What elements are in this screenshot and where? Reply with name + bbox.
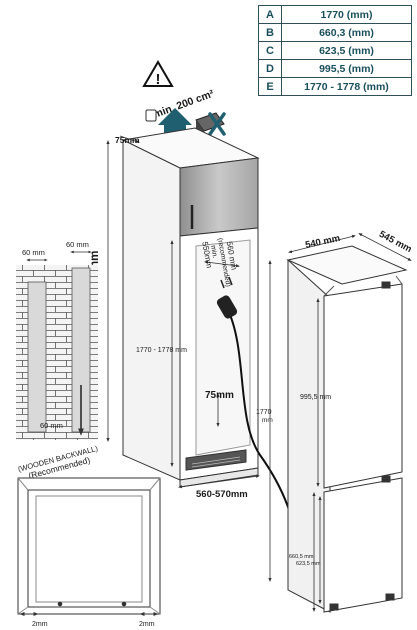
appliance-height-unit: mm bbox=[262, 417, 273, 424]
bottom-clearance-label: 75mm bbox=[205, 390, 234, 401]
cross-icon bbox=[208, 112, 226, 136]
strip-bottom-label: 60 mm bbox=[40, 421, 63, 430]
warning-triangle-icon bbox=[142, 60, 174, 87]
appliance-depth-label: 545 mm bbox=[377, 229, 413, 255]
warning-exclamation: ! bbox=[156, 71, 161, 88]
appliance-width-label: 540 mm bbox=[304, 233, 341, 251]
upper-door bbox=[323, 283, 403, 489]
backwall-strip-left bbox=[27, 281, 47, 433]
plug-icon bbox=[216, 295, 238, 319]
niche-depth-min: min. bbox=[209, 245, 218, 259]
dimension-value: 995,5 (mm) bbox=[281, 59, 412, 78]
lower-door-b-label: 660,5 mm bbox=[289, 554, 314, 560]
frame-detail bbox=[17, 477, 161, 616]
strip-right-label: 60 mm bbox=[66, 240, 89, 249]
vent-grille bbox=[185, 449, 247, 471]
socket-icon bbox=[145, 109, 157, 122]
cabinet bbox=[121, 127, 260, 488]
upper-door-label: 995,5 mm bbox=[300, 394, 331, 401]
lower-door bbox=[323, 477, 403, 613]
gap-left-label: 2mm bbox=[32, 621, 48, 628]
appliance-dimensions bbox=[268, 233, 412, 612]
gap-right-label: 2mm bbox=[139, 621, 155, 628]
brick-wall bbox=[16, 265, 98, 440]
niche-height-label: 1770 - 1778 mm bbox=[136, 347, 187, 354]
niche-width-label: 560-570mm bbox=[196, 489, 248, 500]
strip-left-label: 60 mm bbox=[22, 248, 45, 257]
cabinet-dimensions bbox=[106, 135, 260, 489]
lower-door-c-label: 623,5 mm bbox=[296, 561, 321, 567]
appliance-height-label: 1770 bbox=[256, 409, 272, 416]
dimension-value: 1770 - 1778 (mm) bbox=[281, 77, 412, 96]
cabinet-top-depth: 75mm bbox=[115, 135, 140, 145]
